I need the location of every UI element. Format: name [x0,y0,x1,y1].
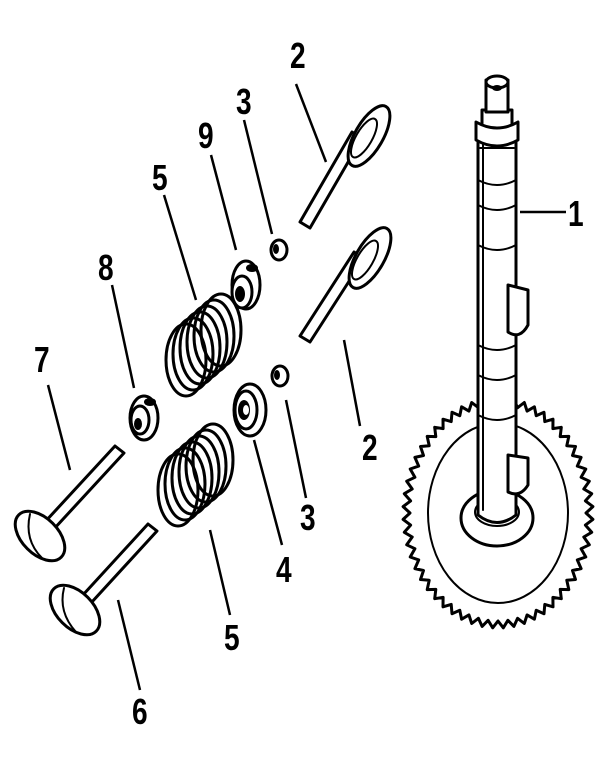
collar-9 [230,259,262,311]
camshaft-part [401,74,595,630]
callout-3-top: 3 [236,81,252,122]
callout-5-bottom: 5 [224,617,240,658]
seal-4 [232,382,268,438]
retainer-3-top [269,238,289,262]
callout-4: 4 [276,549,292,590]
spring-coil [191,422,235,498]
collar-8 [128,394,160,442]
callout-8: 8 [98,247,114,288]
callout-6: 6 [132,691,148,732]
callout-2-top: 2 [290,35,306,76]
retainer-3-mid [270,364,290,388]
callout-2-mid: 2 [362,427,378,468]
spring-coil [184,428,228,504]
valve-7 [13,444,126,563]
valve-6 [48,522,159,637]
spring-5-top [164,292,243,398]
spring-5-bottom [156,422,235,528]
callout-9: 9 [198,115,214,156]
spring-coil [199,292,243,368]
spring-coil [192,298,236,374]
callout-7: 7 [34,339,50,380]
valve-2-mid [298,226,393,344]
valve-2-top [298,104,392,230]
cam-shaft [474,74,530,524]
leader-lines [46,83,566,691]
callout-5-top: 5 [152,157,168,198]
callout-3-mid: 3 [300,497,316,538]
callout-1: 1 [568,193,584,234]
